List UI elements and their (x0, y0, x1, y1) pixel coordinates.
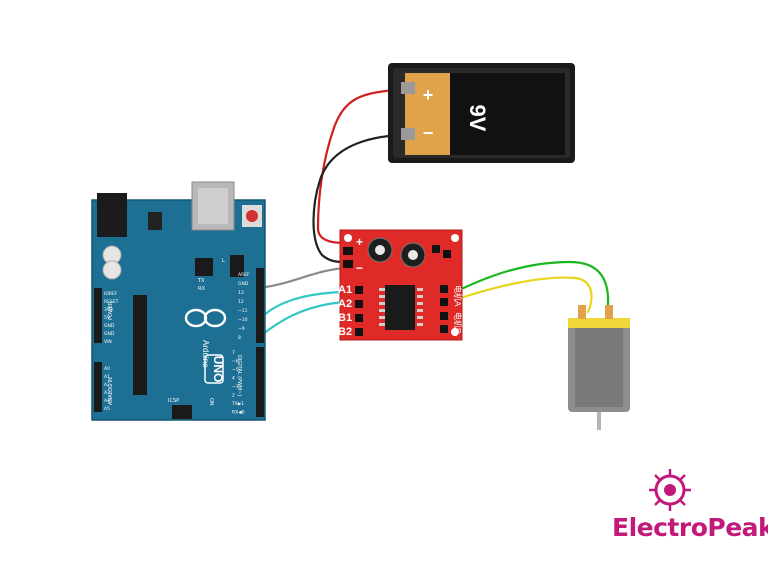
header-pin-label: 13 (238, 290, 244, 296)
on-label: ON (208, 398, 214, 406)
header-pin-label: ~3 (232, 384, 239, 390)
wire-battery-positive (316, 88, 400, 245)
header-pin-label: A4 (104, 398, 110, 404)
chip-pin (417, 295, 423, 298)
driver-input-label: B2 (338, 326, 352, 338)
tx-label: TX (197, 278, 205, 284)
atmega-chip (133, 295, 147, 395)
header-pin-label: RESET (104, 299, 119, 305)
rx-label: RX (198, 286, 205, 292)
battery-plus-label: + (423, 85, 434, 105)
header-pin-label: ~9 (238, 326, 245, 332)
driver-input-label: B1 (338, 312, 352, 324)
header-pin-label: GND (104, 331, 115, 337)
header-pin-label: VIN (104, 339, 112, 345)
header-pin-label: A2 (104, 382, 110, 388)
icsp-header (172, 405, 192, 419)
dc-motor (568, 305, 630, 430)
arduino-model-label: UNO (211, 356, 225, 383)
chip-pin (379, 295, 385, 298)
chip-pin (417, 288, 423, 291)
driver-input-label: A1 (338, 284, 352, 296)
battery-minus-label: − (423, 123, 434, 143)
brand-name-part1: Electro (612, 513, 708, 542)
header-pin-label: A1 (104, 374, 110, 380)
analog-in-label: ANALOG IN (108, 377, 114, 405)
chip-pin (417, 309, 423, 312)
header-pin-label: TX▶1 (231, 401, 244, 407)
header-pin-label: 3V3 (104, 307, 113, 313)
wire-motor-green (453, 260, 610, 317)
driver-minus-label: − (356, 261, 363, 275)
header-pin-label: ~6 (232, 359, 239, 365)
header-pin-label: A5 (104, 406, 110, 412)
header-pin-label: 8 (238, 335, 241, 341)
digital-label: DIGITAL (PWM~) (236, 355, 242, 397)
driver-motor-b-label: 电机B (453, 312, 463, 333)
power-label: POWER (108, 301, 114, 320)
chip-pin (417, 302, 423, 305)
icsp-label: ICSP (168, 398, 179, 404)
wire-motor-yellow (453, 276, 593, 314)
header-pin-label: 5V (104, 315, 111, 321)
electropeak-logo-icon (649, 469, 691, 511)
header-pin-label: 7 (232, 350, 235, 356)
header-pin-label: A3 (104, 390, 110, 396)
header-pin-label: GND (238, 281, 249, 287)
digital-lower-header-labels: 7 ~6 ~5 4 ~3 2TX▶1RX◀0 (231, 350, 245, 416)
header-pin-label: ~5 (232, 367, 239, 373)
power-jack (97, 193, 127, 237)
header-pin-label: GND (104, 323, 115, 329)
chip-pin (379, 288, 385, 291)
header-pin-label: ~10 (238, 317, 248, 323)
digital-header-labels: AREF GND 13 12 ~11 ~10 ~9 8 (238, 272, 250, 341)
driver-chip (385, 285, 415, 330)
header-pin-label: 12 (238, 299, 244, 305)
arduino-uno-board: Arduino UNO ON ICSP L TX RX POWER ANALOG… (91, 181, 266, 421)
battery-9v: + − 9V (388, 63, 575, 163)
chip-pin (379, 309, 385, 312)
chip-pin (379, 302, 385, 305)
driver-motor-a-label: 电机A (453, 285, 463, 307)
power-header-labels: IOREF RESET 3V3 5V GND GND VIN (104, 291, 119, 345)
header-pin-label: IOREF (104, 291, 118, 297)
chip-pin (379, 323, 385, 326)
wire-battery-negative (312, 133, 400, 264)
header-pin-label: A0 (104, 366, 110, 372)
electropeak-wordmark: ElectroPeak (612, 513, 768, 542)
header-pin-label: 2 (232, 393, 235, 399)
header-pin-label: 4 (232, 376, 235, 382)
wire-signal-a1 (256, 290, 347, 324)
chip-pin (379, 316, 385, 319)
driver-chip-pins (379, 288, 423, 326)
driver-input-label: A2 (338, 298, 352, 310)
header-pin-label: ~11 (238, 308, 248, 314)
battery-voltage-label: 9V (465, 105, 490, 132)
chip-pin (417, 316, 423, 319)
driver-plus-label: + (356, 235, 363, 249)
chip-pin (417, 323, 423, 326)
l-label: L (222, 258, 225, 264)
arduino-brand: Arduino (201, 340, 210, 368)
wire-ground (256, 266, 347, 290)
brand-name-part2: Peak (707, 513, 768, 542)
wire-signal-a2 (256, 300, 347, 340)
header-pin-label: AREF (238, 272, 250, 278)
arduino-logo: Arduino UNO (184, 308, 227, 384)
header-pin-label: RX◀0 (232, 410, 245, 416)
